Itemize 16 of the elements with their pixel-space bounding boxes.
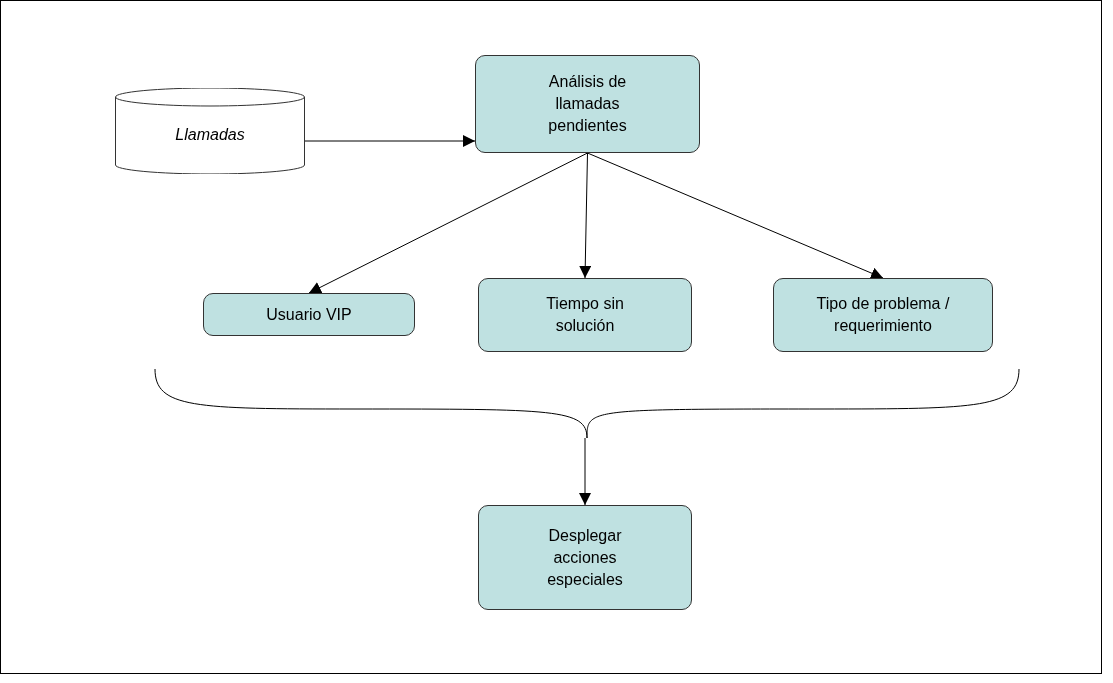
node-label: Tiempo sin solución xyxy=(545,294,625,336)
process-box xyxy=(478,505,692,610)
node-label: Desplegar acciones especiales xyxy=(546,525,624,590)
arrow xyxy=(579,152,592,279)
process-box xyxy=(773,278,993,352)
process-box xyxy=(478,278,692,352)
node-label: Tipo de problema / requerimiento xyxy=(815,294,951,336)
process-box xyxy=(203,293,415,336)
arrow xyxy=(579,437,591,506)
node-label: Análisis de llamadas pendientes xyxy=(547,72,628,136)
process-box xyxy=(475,55,700,153)
arrow xyxy=(308,152,588,294)
arrow xyxy=(587,152,884,279)
node-label: Usuario VIP xyxy=(265,304,353,325)
arrow xyxy=(304,135,476,147)
node-label: Llamadas xyxy=(174,125,246,145)
